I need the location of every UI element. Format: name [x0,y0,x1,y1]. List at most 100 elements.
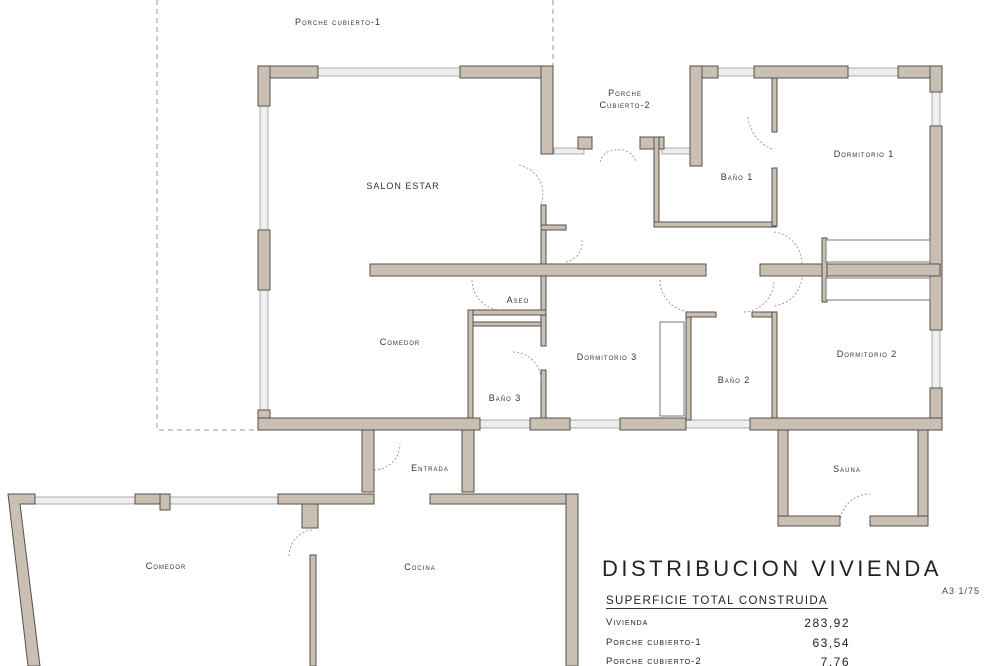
wall [653,221,777,228]
wall [685,311,717,318]
door-swing [373,443,401,471]
label-porche-cubierto-1: Porche cubierto-1 [295,17,381,27]
wall [540,369,547,419]
wall [257,65,271,107]
wall [459,65,554,79]
window [569,419,621,429]
area-table-heading: SUPERFICIE TOTAL CONSTRUIDA [606,595,828,609]
window [259,289,269,411]
door-swing [839,493,871,523]
window [931,91,941,127]
wall [429,493,579,505]
window [169,496,279,505]
door-swing [773,231,803,265]
label-bano-1: Baño 1 [721,172,754,182]
plan-title: DISTRIBUCION VIVIENDA [602,556,942,581]
label-dormitorio-2: Dormitorio 2 [837,349,898,359]
label-sauna: Sauna [833,464,861,474]
label-entrada: Entrada [411,463,449,473]
wall [689,65,703,167]
window [847,67,899,77]
window [34,496,136,505]
window [661,147,691,155]
area-label: Vivienda [606,617,649,628]
wall [777,515,841,527]
door-swing [565,239,583,263]
window [479,419,531,429]
wall [301,503,319,529]
label-porche-cubierto-2: Porche [608,88,642,98]
label-porche-cubierto-2-line2: Cubierto-2 [600,100,651,110]
door-swing [471,279,501,311]
plan-scale: A3 1/75 [942,586,981,596]
wall [361,429,375,493]
windows [34,67,941,505]
label-comedor: Comedor [380,337,421,347]
wall [467,309,474,421]
door-swing [743,281,775,313]
wall [540,224,567,231]
door-swing [659,279,691,313]
area-value: 283,92 [804,616,850,630]
wall [540,65,554,155]
wall [917,429,929,525]
label-comedor-annex: Comedor [146,561,187,571]
walls [7,65,943,666]
wall [472,321,542,327]
wall [461,429,475,493]
wall [753,65,849,79]
door-swing [512,351,542,381]
wall [749,417,943,431]
label-cocina: Cocina [404,562,436,572]
window [317,67,461,77]
wall [577,136,593,150]
wall [277,493,375,505]
window [259,104,269,231]
wall [467,309,547,316]
wall [639,136,665,150]
wall [771,77,778,133]
window [685,419,751,429]
wall [653,136,660,228]
porch-outline [156,0,554,431]
room-labels: Porche cubierto-1 SALON ESTAR Porche Cub… [146,17,898,572]
label-bano-3: Baño 3 [489,393,522,403]
wall [869,515,929,527]
area-row-vivienda: Vivienda 283,92 [606,616,850,630]
label-dormitorio-1: Dormitorio 1 [834,149,895,159]
wall [540,204,547,266]
wall [619,417,687,431]
area-value: 63,54 [812,636,850,650]
wall [369,263,707,277]
annex-west-wall [7,493,41,666]
label-salon-estar: SALON ESTAR [366,181,439,191]
doors [288,116,871,557]
window [931,329,941,389]
wall [565,493,579,666]
wall [777,429,789,525]
window [553,147,585,155]
wardrobe [825,277,931,301]
label-aseo: Aseo [507,295,530,305]
wall [685,311,692,421]
wall [771,167,778,227]
wardrobes [659,239,931,417]
door-swing [747,116,775,151]
wall [159,493,171,511]
wall [257,417,481,431]
door-swing [773,277,803,307]
wall [257,229,271,291]
door-swing [288,529,313,557]
wall [309,554,317,666]
window [717,67,755,77]
door-swing [518,164,544,206]
door-swing [599,149,637,163]
wardrobe [659,321,685,417]
wall [929,65,943,93]
area-label: Porche cubierto-2 [606,656,702,666]
wall [771,311,778,421]
wall [759,263,941,277]
